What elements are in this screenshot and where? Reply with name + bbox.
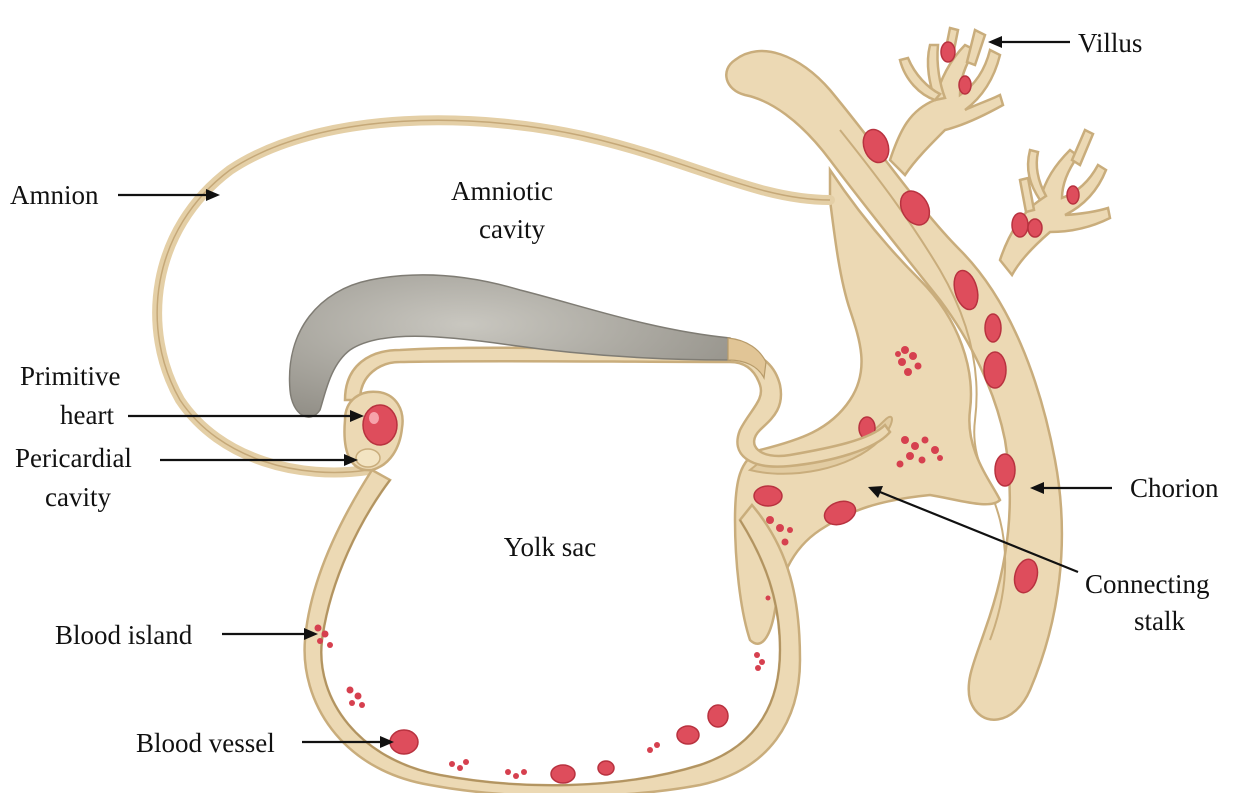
pericardial-cavity-label-line2: cavity (45, 482, 111, 512)
pericardial-cavity-label-line1: Pericardial (15, 443, 132, 473)
amniotic-cavity-label-line2: cavity (479, 214, 545, 244)
callout-villus: Villus (988, 28, 1142, 58)
chorion-label: Chorion (1130, 473, 1219, 503)
blood-vessel-label: Blood vessel (136, 728, 275, 758)
amniotic-cavity-label-line1: Amniotic (451, 176, 553, 206)
connecting-stalk-label-line2: stalk (1134, 606, 1185, 636)
primitive-heart-label-line2: heart (60, 400, 114, 430)
yolk-sac-label: Yolk sac (504, 532, 597, 562)
callout-blood-island: Blood island (55, 620, 318, 650)
connecting-stalk-label-line1: Connecting (1085, 569, 1209, 599)
yolk-sac-wall (305, 470, 800, 793)
amnion-label: Amnion (10, 180, 99, 210)
primitive-heart-label-line1: Primitive (20, 361, 121, 391)
villus-label: Villus (1078, 28, 1142, 58)
villus-lower (1000, 130, 1110, 275)
blood-island-label: Blood island (55, 620, 193, 650)
callout-pericardial-cavity: Pericardial cavity (15, 443, 358, 512)
